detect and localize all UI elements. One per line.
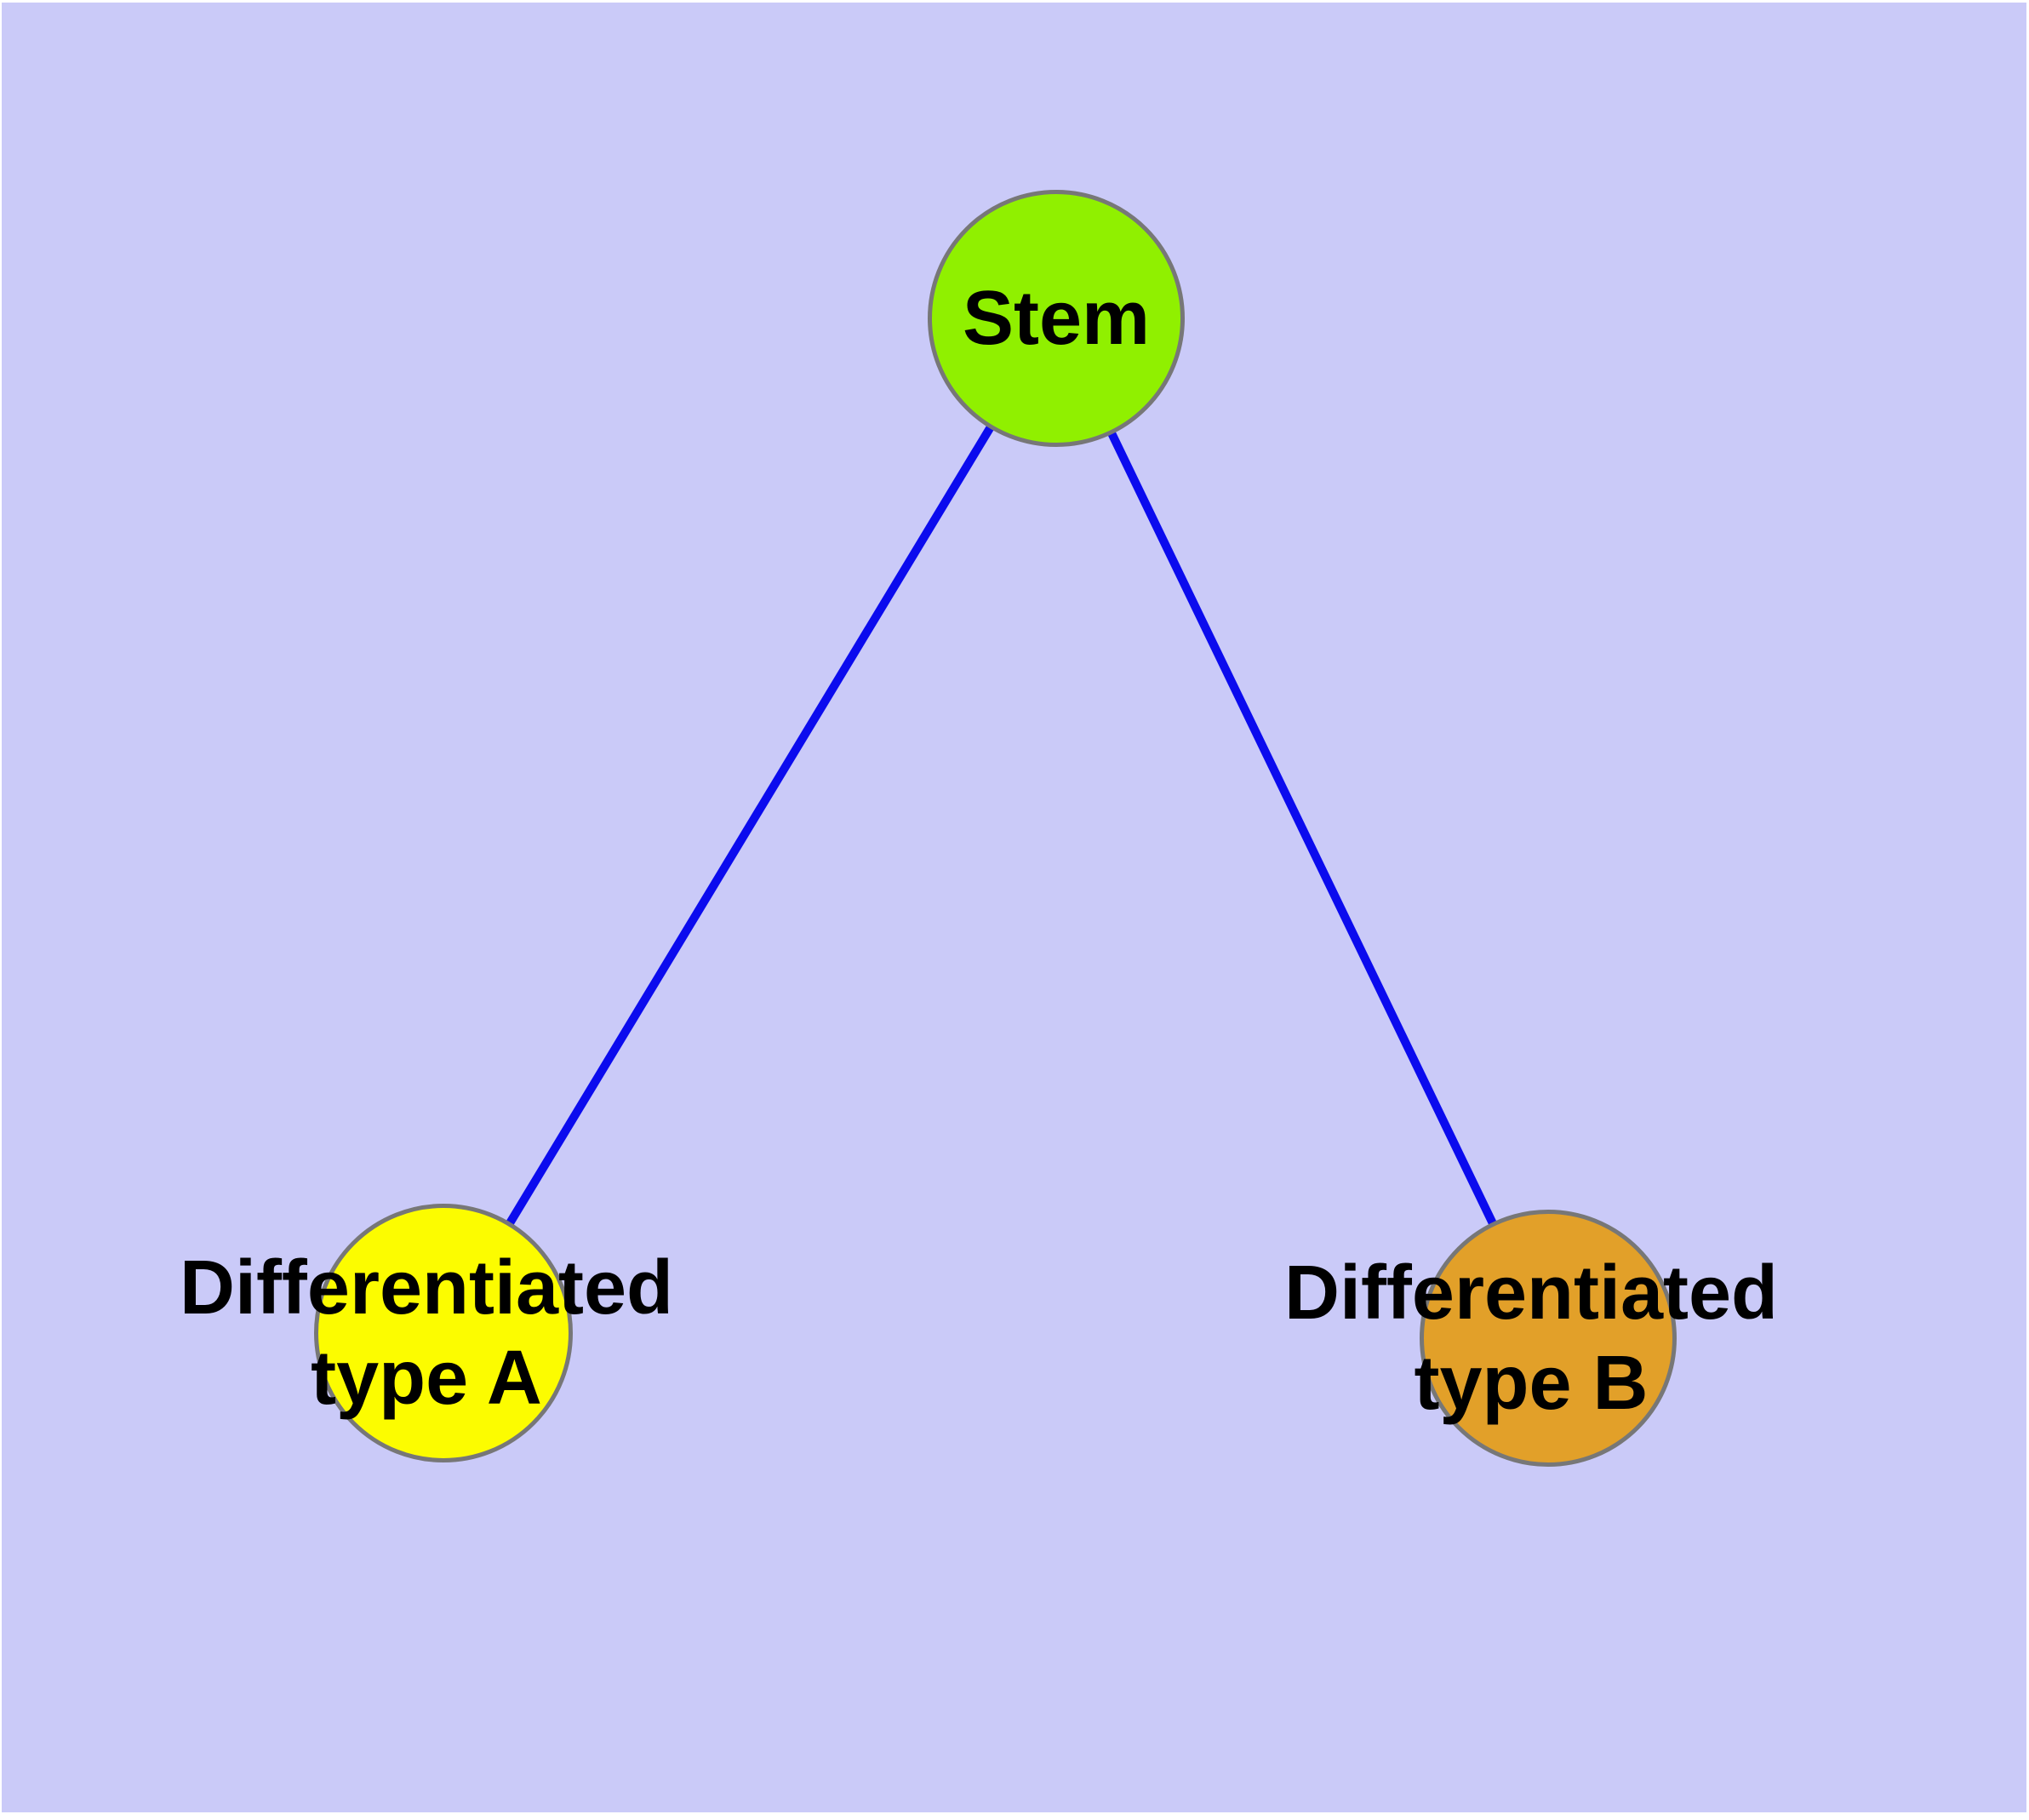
node-label-stem-line: Stem <box>962 276 1151 361</box>
node-label-type-b-line-2: type B <box>1414 1341 1649 1426</box>
node-differentiated-type-a <box>314 1204 573 1462</box>
node-label-differentiated-type-a: Differentiated type A <box>86 1243 767 1423</box>
node-label-type-b-line-1: Differentiated <box>1283 1251 1779 1336</box>
node-differentiated-type-b <box>1420 1210 1677 1467</box>
node-label-type-a-line-2: type A <box>311 1336 542 1421</box>
node-label-type-a-line-1: Differentiated <box>179 1245 674 1331</box>
node-stem <box>928 190 1185 447</box>
node-label-differentiated-type-b: Differentiated type B <box>1191 1248 1872 1428</box>
node-label-stem: Stem <box>801 273 1312 363</box>
edge-stem-to-type-a <box>439 316 1060 1336</box>
edge-stem-to-type-b <box>1052 316 1552 1341</box>
